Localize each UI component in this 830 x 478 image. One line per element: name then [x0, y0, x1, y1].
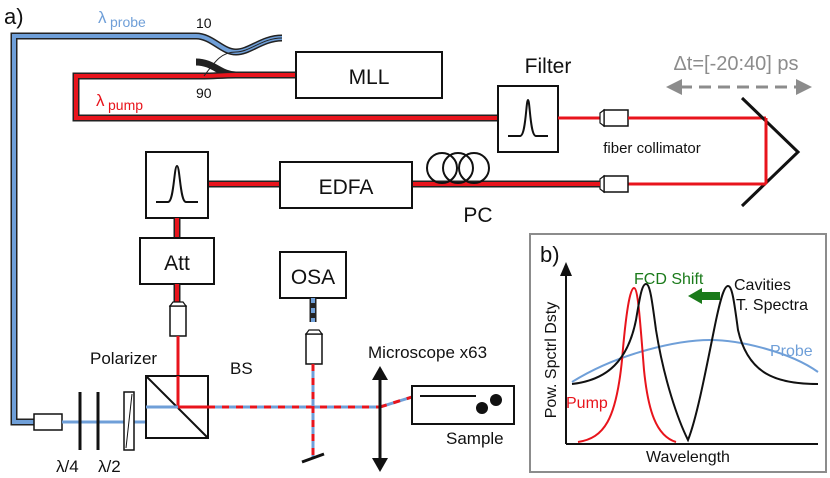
delay-arrow-left [666, 79, 682, 95]
y-axis-label: Pow. Spctrl Dsty [543, 302, 560, 418]
pc-label: PC [463, 204, 492, 227]
osa-label: OSA [291, 266, 335, 289]
x-axis-label: Wavelength [646, 449, 730, 466]
panel-a-label: a) [4, 4, 24, 29]
cavity-spectrum-curve [571, 282, 819, 443]
fcd-shift-arrow [688, 288, 720, 304]
fcd-shift-label: FCD Shift [634, 271, 704, 288]
hwp-label: λ/2 [98, 457, 121, 476]
pump-lambda: λ [96, 91, 105, 110]
pump-label: Pump [566, 395, 608, 412]
cavities-label-1: Cavities [734, 277, 791, 294]
collimator-osa [305, 333, 323, 365]
collimator-1 [603, 109, 629, 127]
sample-label: Sample [446, 429, 504, 448]
probe-lambda: λ [98, 8, 107, 27]
mll-box [295, 51, 443, 99]
mll-label: MLL [349, 66, 390, 89]
pump-subscript: pump [108, 97, 143, 113]
qwp-label: λ/4 [56, 457, 79, 476]
delay-label: Δt=[-20:40] ps [673, 53, 798, 75]
filter-passband-icon [508, 98, 548, 137]
osa-box [279, 251, 347, 299]
pump-curve [577, 286, 677, 443]
polarizer-label: Polarizer [90, 349, 157, 368]
cavities-label-2: T. Spectra [736, 297, 808, 314]
coupler-link [203, 37, 283, 77]
collimator-3 [169, 305, 187, 337]
collimator-probe [33, 413, 63, 431]
probe-label: Probe [770, 343, 813, 360]
retroreflector [740, 96, 801, 208]
polarization-controller [426, 152, 490, 184]
bs-label: BS [230, 359, 253, 378]
ratio-10: 10 [196, 15, 212, 31]
combined-beam [208, 364, 413, 458]
filter-box [497, 85, 559, 153]
att-label: Att [164, 252, 190, 275]
att-box [139, 237, 215, 285]
sample-dot-2 [490, 394, 502, 406]
filter-label: Filter [525, 55, 572, 78]
panel-b-label: b) [540, 242, 560, 267]
delay-arrow-right [796, 79, 812, 95]
probe-curve [571, 338, 819, 383]
fold-mirror [301, 452, 325, 464]
ratio-90: 90 [196, 85, 212, 101]
filter2-passband-icon [156, 164, 198, 203]
collimator-2 [603, 175, 629, 193]
sample-dot-1 [476, 402, 488, 414]
edfa-box [279, 161, 413, 209]
fiber-collimator-label: fiber collimator [603, 140, 701, 157]
edfa-label: EDFA [319, 176, 374, 199]
microscope-label: Microscope x63 [368, 343, 487, 362]
pump-fiber [74, 73, 498, 120]
probe-subscript: probe [110, 14, 146, 30]
filter2-box [145, 151, 209, 219]
